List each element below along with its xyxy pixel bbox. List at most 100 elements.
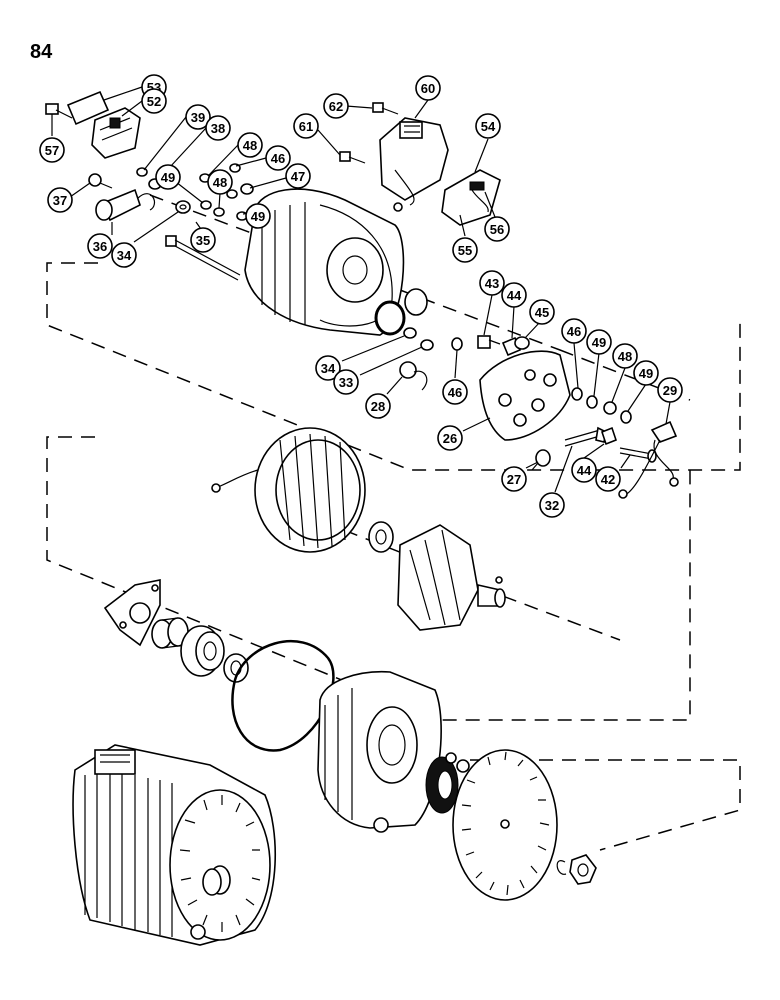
bearing-retainer [103, 579, 161, 647]
callout-label: 49 [251, 209, 265, 224]
callout-29: 29 [657, 377, 683, 403]
callout-circle [633, 360, 659, 386]
callout-48: 48 [207, 169, 233, 195]
assembled-alternator [72, 744, 277, 946]
callout-circle [333, 369, 359, 395]
callout-label: 29 [663, 383, 677, 398]
callout-label: 60 [421, 81, 435, 96]
callout-circle [111, 242, 137, 268]
callout-circle [479, 270, 505, 296]
callout-55: 55 [452, 237, 478, 263]
callout-label: 48 [213, 175, 227, 190]
callout-label: 62 [329, 99, 343, 114]
callout-57: 57 [39, 137, 65, 163]
callout-label: 36 [93, 239, 107, 254]
callout-34: 34 [111, 242, 137, 268]
callout-60: 60 [415, 75, 441, 101]
callout-label: 39 [191, 110, 205, 125]
callout-49: 49 [245, 203, 271, 229]
callout-label: 54 [481, 119, 496, 134]
rear-end-frame [244, 188, 405, 336]
callout-label: 47 [291, 169, 305, 184]
o-ring-and-cap [374, 288, 428, 336]
callout-56: 56 [484, 216, 510, 242]
callout-46: 46 [265, 145, 291, 171]
callout-circle [39, 137, 65, 163]
washers-46-49-48-49 [571, 387, 632, 424]
callout-label: 45 [535, 305, 549, 320]
insulator-44-lower [601, 426, 617, 446]
callout-label: 37 [53, 193, 67, 208]
through-bolt-35 [165, 235, 241, 281]
regulator-60 [379, 117, 449, 212]
stator [211, 427, 366, 553]
diode-27 [531, 449, 551, 471]
washer-34-upper [175, 200, 191, 214]
spacer-45 [514, 336, 530, 350]
callout-circle [323, 93, 349, 119]
washers-34-33-46 [403, 327, 463, 351]
callout-circle [452, 237, 478, 263]
callout-47: 47 [285, 163, 311, 189]
key-and-nut [556, 854, 597, 885]
callout-label: 48 [618, 349, 632, 364]
callout-circle [207, 169, 233, 195]
callout-circle [442, 379, 468, 405]
callout-label: 44 [577, 463, 592, 478]
small-washers-48-49-46-47 [199, 163, 254, 221]
callout-label: 56 [490, 222, 504, 237]
callout-35: 35 [190, 227, 216, 253]
callout-circle [501, 466, 527, 492]
callout-label: 61 [299, 119, 313, 134]
callout-label: 28 [371, 399, 385, 414]
callout-circle [365, 393, 391, 419]
callout-42: 42 [595, 466, 621, 492]
callout-circle [285, 163, 311, 189]
callout-circle [185, 104, 211, 130]
callout-27: 27 [501, 466, 527, 492]
callout-circle [415, 75, 441, 101]
callout-36: 36 [87, 233, 113, 259]
rotor [397, 524, 506, 631]
callout-circle [87, 233, 113, 259]
callout-circle [237, 132, 263, 158]
bolt-43 [477, 335, 501, 349]
callout-37: 37 [47, 187, 73, 213]
callout-49: 49 [633, 360, 659, 386]
callout-circle [539, 492, 565, 518]
brush-holder-52 [91, 107, 141, 159]
page-number: 84 [30, 41, 53, 63]
heat-sink-26 [479, 350, 571, 441]
callout-label: 46 [448, 385, 462, 400]
callout-circle [612, 343, 638, 369]
callout-28: 28 [365, 393, 391, 419]
callout-circle [293, 113, 319, 139]
callout-48: 48 [612, 343, 638, 369]
callout-circle [571, 457, 597, 483]
seal [425, 756, 459, 814]
lead-wire-29 [618, 420, 679, 499]
callout-label: 52 [147, 94, 161, 109]
capacitor-36 [95, 188, 155, 222]
bearing-small [368, 521, 394, 553]
diode-28 [399, 361, 428, 391]
callout-circle [561, 318, 587, 344]
screw-37 [88, 173, 113, 189]
callout-label: 49 [161, 170, 175, 185]
callout-circle [657, 377, 683, 403]
callout-circle [190, 227, 216, 253]
callout-circle [141, 88, 167, 114]
callout-38: 38 [205, 115, 231, 141]
bracket-53 [66, 90, 110, 126]
callout-34: 34 [315, 355, 341, 381]
leader-lines [51, 86, 671, 493]
callout-45: 45 [529, 299, 555, 325]
callout-52: 52 [141, 88, 167, 114]
fan [452, 749, 558, 901]
group-boundary-upper [46, 262, 741, 471]
callout-label: 35 [196, 233, 210, 248]
bolt-42 [619, 447, 657, 463]
callout-49: 49 [155, 164, 181, 190]
nut-and-washer [445, 752, 470, 773]
